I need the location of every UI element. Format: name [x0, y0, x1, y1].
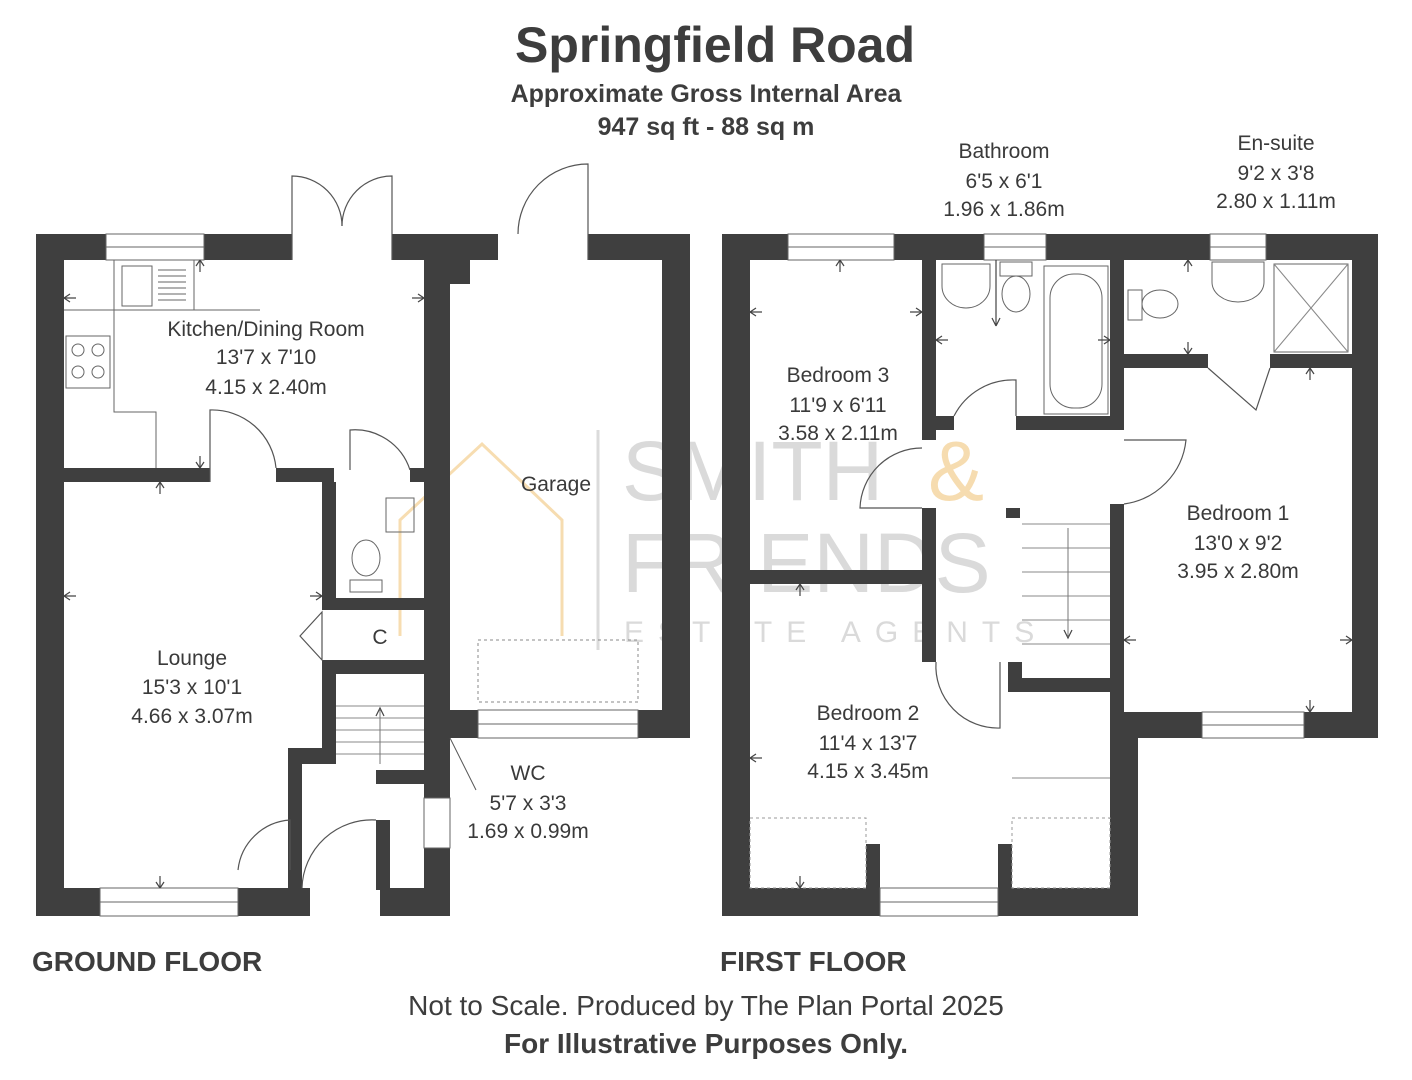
svg-text:Bedroom 2: Bedroom 2	[817, 702, 920, 725]
plan-area: 947 sq ft - 88 sq m	[597, 113, 815, 141]
room-lounge-label: Lounge 15'3 x 10'1 4.66 x 3.07m	[131, 647, 252, 728]
svg-text:5'7 x 3'3: 5'7 x 3'3	[490, 792, 567, 815]
svg-text:Lounge: Lounge	[157, 647, 227, 670]
svg-text:4.15 x 2.40m: 4.15 x 2.40m	[205, 376, 326, 399]
svg-text:Kitchen/Dining Room: Kitchen/Dining Room	[167, 318, 364, 341]
room-cupboard-label: C	[372, 626, 387, 649]
svg-text:11'9 x 6'11: 11'9 x 6'11	[789, 394, 886, 417]
room-ensuite-label: En-suite 9'2 x 3'8 2.80 x 1.11m	[1216, 132, 1336, 213]
footer-disclaimer: Not to Scale. Produced by The Plan Porta…	[408, 990, 1004, 1021]
svg-text:4.66 x 3.07m: 4.66 x 3.07m	[131, 705, 252, 728]
svg-text:13'0 x 9'2: 13'0 x 9'2	[1194, 532, 1283, 555]
svg-text:WC: WC	[511, 762, 546, 785]
svg-text:4.15 x 3.45m: 4.15 x 3.45m	[807, 760, 928, 783]
ground-floor-plan	[36, 163, 690, 917]
watermark-amp: &	[928, 424, 984, 518]
footer-illustrative: For Illustrative Purposes Only.	[503, 1028, 909, 1059]
room-bedroom3-label: Bedroom 3 11'9 x 6'11 3.58 x 2.11m	[778, 364, 898, 445]
first-floor-plan	[722, 233, 1378, 917]
first-floor-label: FIRST FLOOR	[720, 946, 907, 977]
watermark-estate-agents: ESTATE AGENTS	[624, 616, 1048, 649]
svg-text:11'4 x 13'7: 11'4 x 13'7	[819, 732, 918, 755]
svg-text:15'3 x 10'1: 15'3 x 10'1	[142, 676, 242, 699]
room-garage-label: Garage	[521, 473, 591, 496]
svg-text:3.95 x 2.80m: 3.95 x 2.80m	[1177, 560, 1298, 583]
svg-text:En-suite: En-suite	[1237, 132, 1314, 155]
room-bathroom-label: Bathroom 6'5 x 6'1 1.96 x 1.86m	[943, 140, 1064, 221]
room-bedroom1-label: Bedroom 1 13'0 x 9'2 3.95 x 2.80m	[1177, 502, 1298, 583]
room-bedroom2-label: Bedroom 2 11'4 x 13'7 4.15 x 3.45m	[807, 702, 928, 783]
room-wc-label: WC 5'7 x 3'3 1.69 x 0.99m	[467, 762, 588, 843]
svg-text:1.96 x 1.86m: 1.96 x 1.86m	[943, 198, 1064, 221]
svg-text:13'7 x 7'10: 13'7 x 7'10	[216, 346, 316, 369]
svg-text:Bedroom 1: Bedroom 1	[1187, 502, 1290, 525]
svg-text:6'5 x 6'1: 6'5 x 6'1	[966, 170, 1043, 193]
plan-title: Springfield Road	[515, 17, 915, 73]
svg-text:2.80 x 1.11m: 2.80 x 1.11m	[1216, 190, 1336, 213]
ground-floor-label: GROUND FLOOR	[32, 946, 263, 977]
plan-subtitle: Approximate Gross Internal Area	[510, 80, 902, 108]
svg-text:9'2 x 3'8: 9'2 x 3'8	[1238, 162, 1315, 185]
svg-text:Bedroom 3: Bedroom 3	[787, 364, 890, 387]
svg-text:3.58 x 2.11m: 3.58 x 2.11m	[778, 422, 898, 445]
svg-text:1.69 x 0.99m: 1.69 x 0.99m	[467, 820, 588, 843]
room-kitchen-label: Kitchen/Dining Room 13'7 x 7'10 4.15 x 2…	[167, 318, 364, 399]
svg-text:Bathroom: Bathroom	[958, 140, 1049, 163]
